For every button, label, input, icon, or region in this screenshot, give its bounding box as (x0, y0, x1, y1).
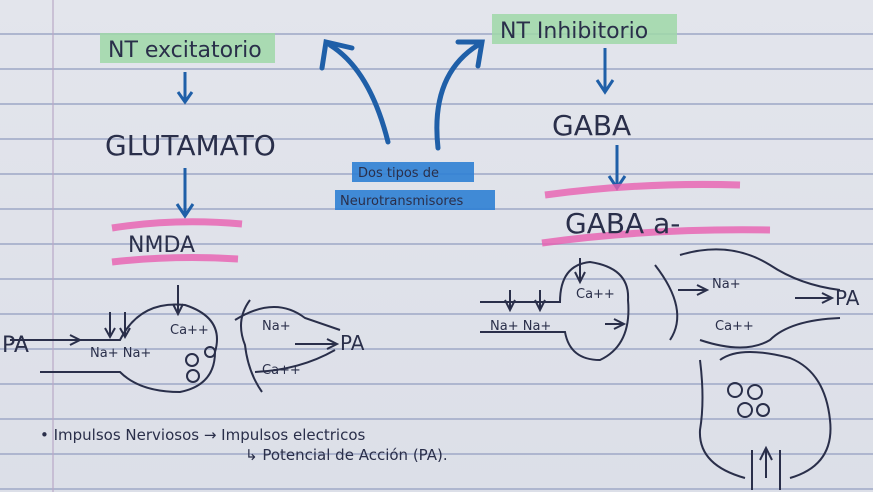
arrow-down-icon (595, 48, 615, 95)
margin-line (52, 0, 54, 492)
center-label-line2: Neurotransmisores (340, 194, 463, 209)
pa-input-label: PA (2, 333, 29, 358)
green-highlight-left (100, 33, 275, 63)
ca-presynaptic-label: Ca++ (170, 323, 209, 338)
green-highlight-right (492, 14, 677, 44)
blue-highlight-center (352, 162, 474, 182)
blue-highlight-center (335, 190, 495, 210)
pink-highlight (541, 226, 771, 247)
pink-highlight (544, 180, 741, 199)
glutamato-label: GLUTAMATO (105, 129, 276, 162)
na-ions-label: Na+ Na+ (490, 319, 551, 334)
nt-excitatory-label: NT excitatorio (108, 38, 262, 63)
gaba-label: GABA (552, 109, 631, 142)
nmda-label: NMDA (128, 233, 195, 258)
inhibitory-synapse-diagram (480, 248, 841, 490)
ca-postsynaptic-label: Ca++ (715, 319, 754, 334)
na-postsynaptic-label: Na+ (262, 319, 291, 334)
pink-highlight (111, 254, 239, 266)
note-line-1: • Impulsos Nerviosos → Impulsos electric… (40, 426, 365, 444)
ca-presynaptic-label: Ca++ (576, 287, 615, 302)
arrow-down-icon (176, 72, 194, 105)
ca-postsynaptic-label: Ca++ (262, 363, 301, 378)
nt-inhibitory-label: NT Inhibitorio (500, 19, 648, 44)
note-line-2: ↳ Potencial de Acción (PA). (245, 446, 448, 464)
na-postsynaptic-label: Na+ (712, 277, 741, 292)
pa-output-label: PA (340, 331, 365, 355)
pink-highlight (111, 218, 243, 232)
arrow-down-icon (175, 168, 195, 219)
branching-arrows-icon (319, 38, 485, 151)
center-label-line1: Dos tipos de (358, 166, 439, 181)
excitatory-synapse-diagram (10, 285, 341, 394)
arrow-down-icon (607, 145, 627, 191)
gaba-a-label: GABA a- (565, 207, 680, 240)
pa-output-label: PA (835, 286, 860, 310)
na-ions-label: Na+ Na+ (90, 346, 151, 361)
